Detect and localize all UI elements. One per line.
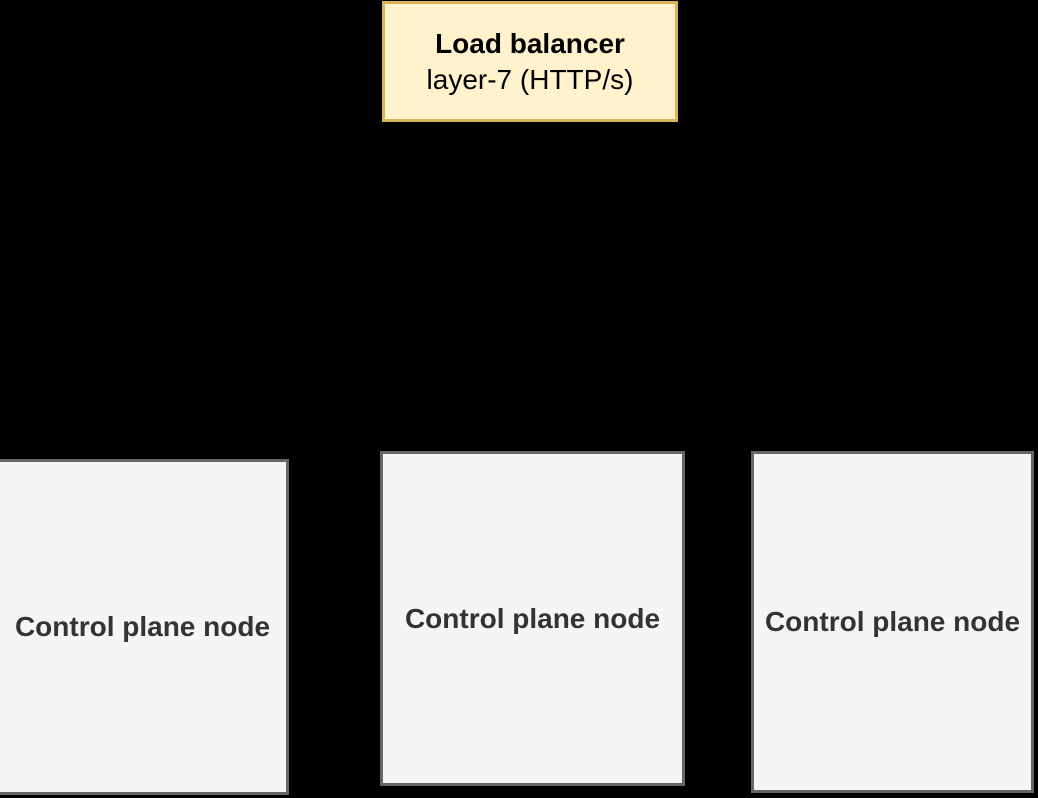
control-plane-node-1: Control plane node	[0, 459, 289, 795]
control-plane-node-2: Control plane node	[380, 451, 685, 786]
control-plane-node-1-label: Control plane node	[14, 611, 271, 642]
control-plane-node-3: Control plane node	[751, 451, 1034, 793]
control-plane-node-3-label: Control plane node	[764, 606, 1021, 637]
load-balancer-node: Load balancer layer-7 (HTTP/s)	[382, 1, 678, 122]
control-plane-node-2-label: Control plane node	[404, 602, 661, 634]
load-balancer-subtitle: layer-7 (HTTP/s)	[426, 63, 634, 95]
load-balancer-title: Load balancer	[435, 27, 625, 59]
